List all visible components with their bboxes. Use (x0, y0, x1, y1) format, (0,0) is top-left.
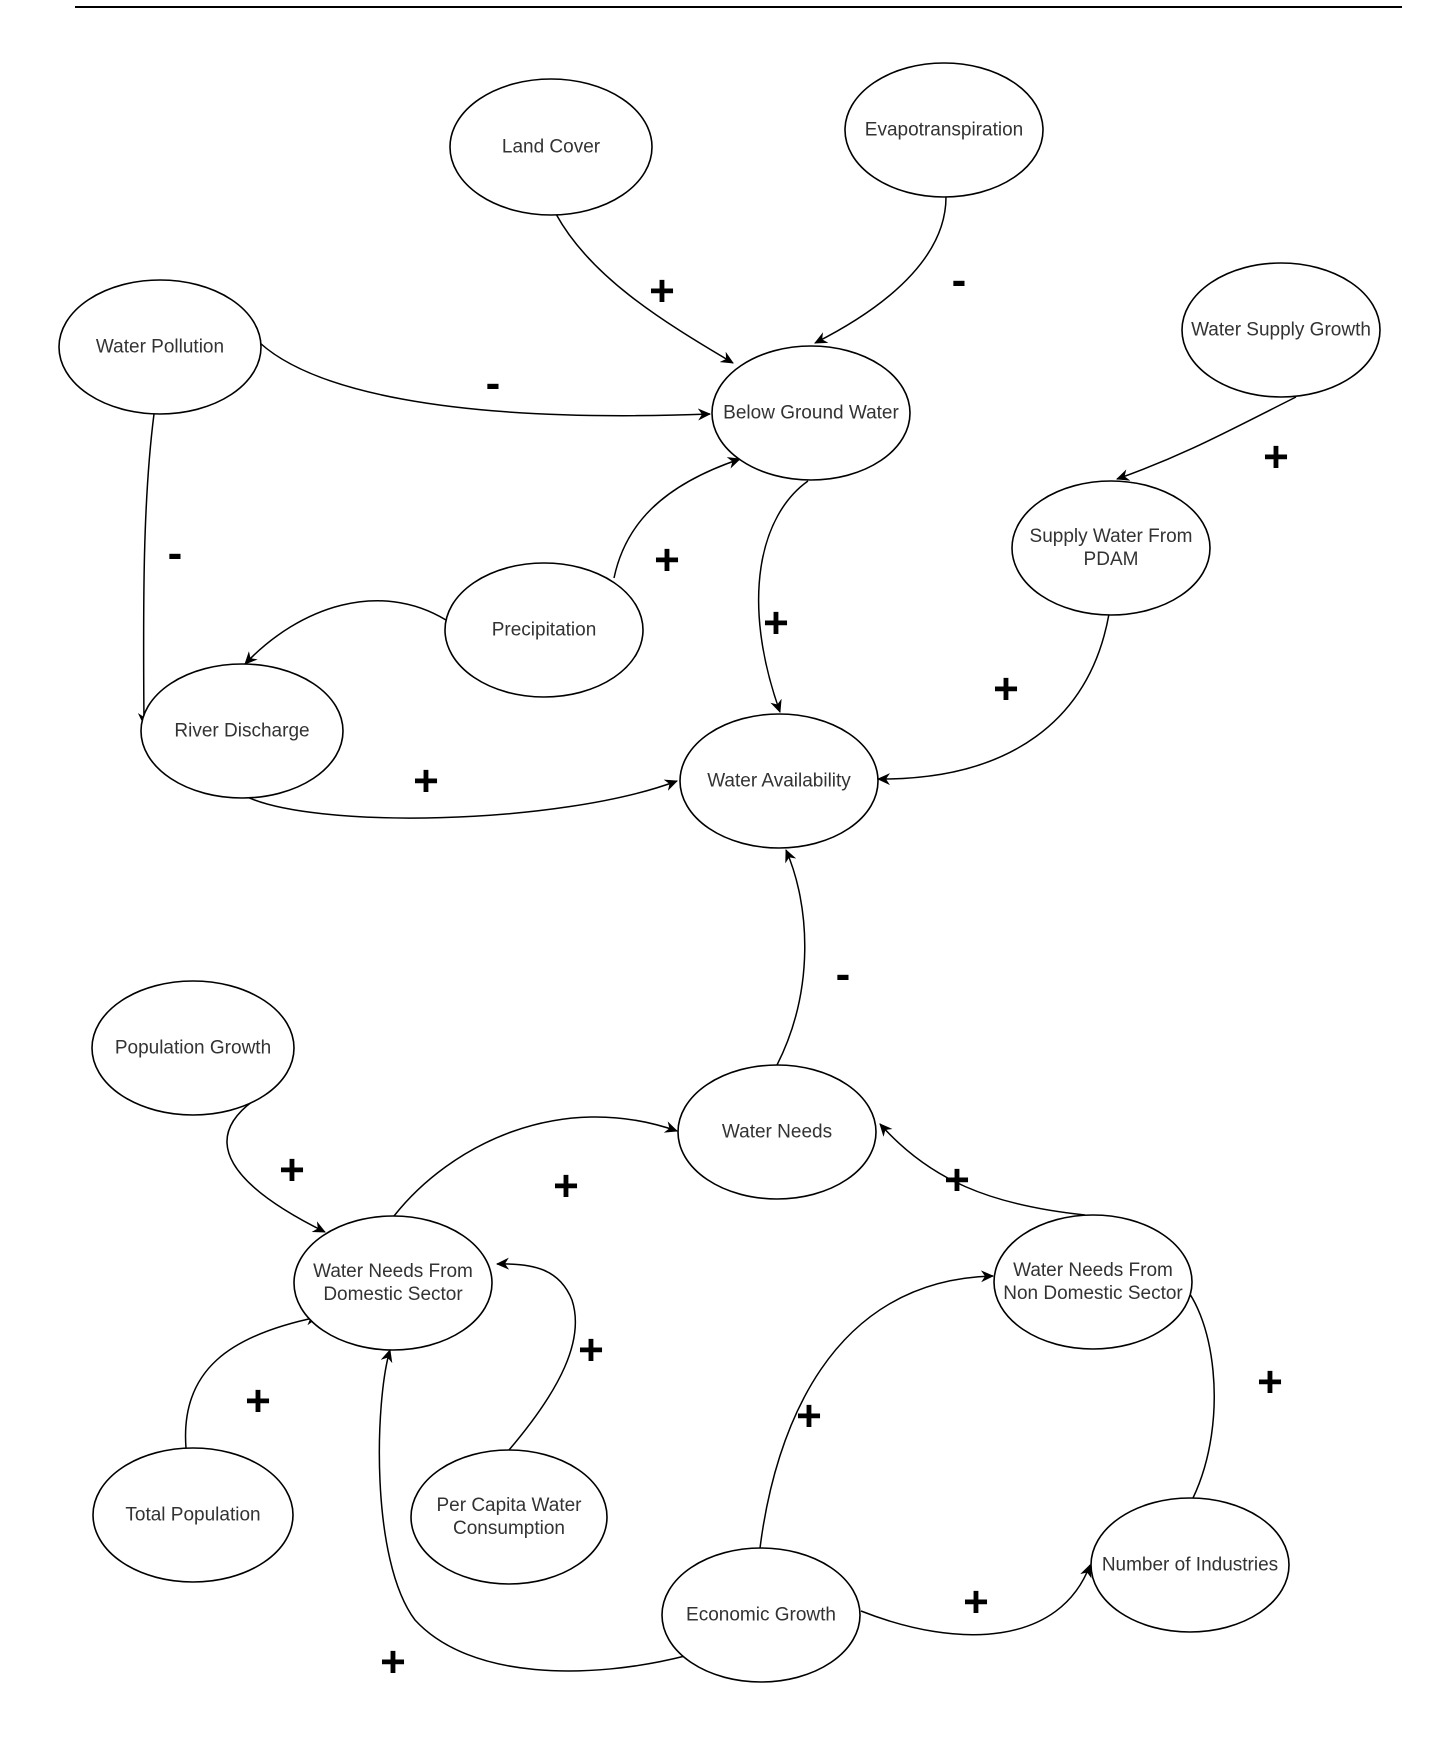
node-ellipse (444, 562, 644, 698)
polarity-sign: + (1263, 433, 1289, 482)
polarity-sign: + (654, 536, 680, 585)
node-label: Non Domestic Sector (1003, 1283, 1183, 1304)
polarity-sign: + (944, 1156, 970, 1205)
node-label: Land Cover (502, 137, 601, 158)
node-ellipse (1011, 480, 1211, 616)
polarity-sign: - (168, 529, 183, 578)
edge-needs-non-domestic-to-water-needs (879, 1123, 1086, 1216)
polarity-sign: + (553, 1162, 579, 1211)
edge-supply-water-pdam-to-water-availability (877, 613, 1110, 786)
polarity-sign: - (486, 359, 501, 408)
node-label: Water Pollution (96, 337, 224, 358)
node-label: Precipitation (492, 620, 597, 641)
node-label: Water Supply Growth (1191, 320, 1371, 341)
polarity-sign: + (763, 599, 789, 648)
edge-economic-growth-to-needs-domestic (378, 1349, 686, 1672)
node-ellipse (1181, 262, 1381, 398)
node-evapotranspiration: Evapotranspiration (844, 62, 1044, 198)
node-ellipse (58, 279, 262, 415)
header-rule (75, 6, 1402, 8)
node-number-industries: Number of Industries (1090, 1497, 1290, 1633)
node-label: Evapotranspiration (865, 120, 1023, 141)
polarity-sign: - (836, 950, 851, 999)
polarity-sign: + (1257, 1358, 1283, 1407)
edge-evapotranspiration-to-below-ground-water (814, 196, 947, 344)
node-label: Total Population (125, 1505, 260, 1526)
node-label: Water Availability (707, 771, 851, 792)
node-ellipse (844, 62, 1044, 198)
edge-water-needs-to-water-availability (776, 849, 806, 1066)
edge-needs-domestic-to-water-needs (393, 1116, 678, 1217)
edge-land-cover-to-below-ground-water (555, 213, 734, 364)
node-precipitation: Precipitation (444, 562, 644, 698)
node-ellipse (1090, 1497, 1290, 1633)
polarity-sign: + (413, 757, 439, 806)
node-label: Consumption (453, 1518, 565, 1539)
polarity-sign: + (279, 1146, 305, 1195)
node-ellipse (91, 980, 295, 1116)
node-economic-growth: Economic Growth (661, 1547, 861, 1683)
polarity-sign: + (578, 1326, 604, 1375)
polarity-sign: + (796, 1392, 822, 1441)
node-water-supply-growth: Water Supply Growth (1181, 262, 1381, 398)
polarity-sign: + (963, 1578, 989, 1627)
node-ellipse (140, 663, 344, 799)
edge-economic-growth-to-needs-non-domestic (759, 1270, 994, 1549)
polarity-sign: + (993, 665, 1019, 714)
node-below-ground-water: Below Ground Water (711, 345, 911, 481)
node-total-population: Total Population (92, 1447, 294, 1583)
polarity-sign: + (245, 1377, 271, 1426)
node-label: Economic Growth (686, 1605, 836, 1626)
edge-population-growth-to-needs-domestic (226, 1100, 326, 1233)
node-ellipse (410, 1449, 608, 1585)
node-label: Supply Water From (1030, 526, 1193, 547)
edge-economic-growth-to-number-industries (860, 1564, 1092, 1636)
node-label: River Discharge (174, 721, 309, 742)
edge-river-discharge-to-water-availability (242, 779, 678, 819)
edge-water-pollution-to-below-ground-water (259, 342, 711, 421)
node-label: Number of Industries (1102, 1555, 1278, 1576)
node-label: PDAM (1084, 549, 1139, 570)
node-label: Population Growth (115, 1038, 271, 1059)
edge-precipitation-to-river-discharge (244, 600, 447, 665)
node-ellipse (92, 1447, 294, 1583)
edge-water-supply-growth-to-supply-water-pdam (1116, 396, 1297, 481)
node-ellipse (449, 78, 653, 216)
edge-below-ground-water-to-water-availability (757, 480, 809, 713)
node-ellipse (711, 345, 911, 481)
node-ellipse (661, 1547, 861, 1683)
polarity-sign: + (380, 1638, 406, 1687)
node-label: Water Needs (722, 1122, 832, 1143)
edge-precipitation-to-below-ground-water (613, 457, 741, 579)
node-population-growth: Population Growth (91, 980, 295, 1116)
node-label: Below Ground Water (723, 403, 899, 424)
node-label: Domestic Sector (323, 1284, 463, 1305)
node-ellipse (993, 1214, 1193, 1350)
node-water-needs: Water Needs (677, 1064, 877, 1200)
node-ellipse (679, 713, 879, 849)
edge-water-pollution-to-river-discharge (137, 413, 155, 726)
node-ellipse (293, 1215, 493, 1351)
node-ellipse (677, 1064, 877, 1200)
node-land-cover: Land Cover (449, 78, 653, 216)
polarity-sign: - (952, 256, 967, 305)
node-label: Per Capita Water (436, 1495, 582, 1516)
node-river-discharge: River Discharge (140, 663, 344, 799)
node-water-pollution: Water Pollution (58, 279, 262, 415)
edge-per-capita-to-needs-domestic (496, 1257, 577, 1451)
node-water-availability: Water Availability (679, 713, 879, 849)
node-label: Water Needs From (313, 1261, 473, 1282)
polarity-sign: + (649, 267, 675, 316)
edge-total-population-to-needs-domestic (184, 1313, 319, 1449)
node-label: Water Needs From (1013, 1260, 1173, 1281)
